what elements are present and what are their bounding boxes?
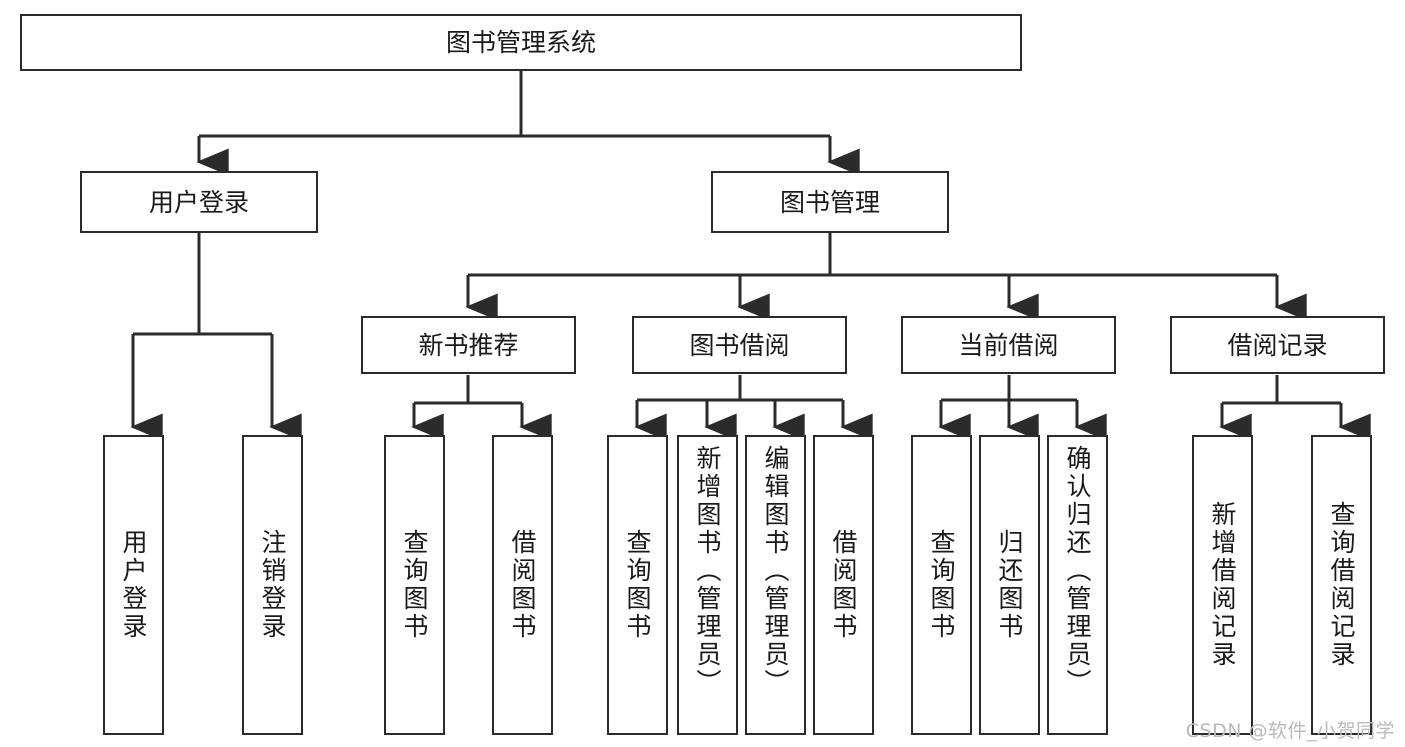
node-leaf-logout[interactable]: 注销登录 [242, 435, 303, 735]
node-current-borrow-label: 当前借阅 [958, 330, 1059, 360]
node-root-label: 图书管理系统 [445, 28, 596, 57]
node-user-login[interactable]: 用户登录 [80, 171, 318, 233]
node-leaf-return-book[interactable]: 归还图书 [979, 435, 1040, 735]
node-book-borrow[interactable]: 图书借阅 [632, 316, 847, 374]
node-book-manage-label: 图书管理 [779, 187, 880, 217]
node-leaf-confirm-return[interactable]: 确认归还（管理员） [1047, 435, 1108, 735]
node-leaf-add-book[interactable]: 新增图书（管理员） [677, 435, 738, 735]
node-leaf-logout-label: 注销登录 [258, 529, 287, 641]
node-new-book-recommend-label: 新书推荐 [418, 330, 519, 360]
node-root[interactable]: 图书管理系统 [20, 14, 1022, 71]
node-leaf-query-book-3[interactable]: 查询图书 [911, 435, 972, 735]
node-current-borrow[interactable]: 当前借阅 [901, 316, 1116, 374]
node-leaf-user-login[interactable]: 用户登录 [103, 435, 164, 735]
node-leaf-query-book-1-label: 查询图书 [400, 529, 429, 641]
node-leaf-query-record[interactable]: 查询借阅记录 [1311, 435, 1372, 735]
node-borrow-record-label: 借阅记录 [1227, 330, 1328, 360]
node-leaf-query-book-2[interactable]: 查询图书 [607, 435, 668, 735]
node-leaf-edit-book[interactable]: 编辑图书（管理员） [745, 435, 806, 735]
node-leaf-add-record[interactable]: 新增借阅记录 [1192, 435, 1253, 735]
node-leaf-return-book-label: 归还图书 [995, 529, 1024, 641]
node-leaf-edit-book-label: 编辑图书（管理员） [761, 445, 790, 697]
node-borrow-record[interactable]: 借阅记录 [1170, 316, 1385, 374]
watermark: CSDN @软件_小贺同学 [1185, 720, 1395, 742]
node-leaf-query-book-1[interactable]: 查询图书 [384, 435, 445, 735]
node-leaf-query-book-2-label: 查询图书 [623, 529, 652, 641]
node-leaf-add-record-label: 新增借阅记录 [1208, 501, 1237, 669]
node-leaf-query-book-3-label: 查询图书 [927, 529, 956, 641]
node-leaf-borrow-book-1-label: 借阅图书 [508, 529, 537, 641]
node-book-manage[interactable]: 图书管理 [711, 171, 949, 233]
node-new-book-recommend[interactable]: 新书推荐 [361, 316, 576, 374]
node-leaf-borrow-book-2-label: 借阅图书 [829, 529, 858, 641]
node-book-borrow-label: 图书借阅 [689, 330, 790, 360]
node-leaf-confirm-return-label: 确认归还（管理员） [1063, 445, 1092, 697]
node-user-login-label: 用户登录 [148, 187, 249, 217]
node-leaf-query-record-label: 查询借阅记录 [1327, 501, 1356, 669]
node-leaf-borrow-book-1[interactable]: 借阅图书 [492, 435, 553, 735]
node-leaf-borrow-book-2[interactable]: 借阅图书 [813, 435, 874, 735]
node-leaf-user-login-label: 用户登录 [119, 529, 148, 641]
node-leaf-add-book-label: 新增图书（管理员） [693, 445, 722, 697]
